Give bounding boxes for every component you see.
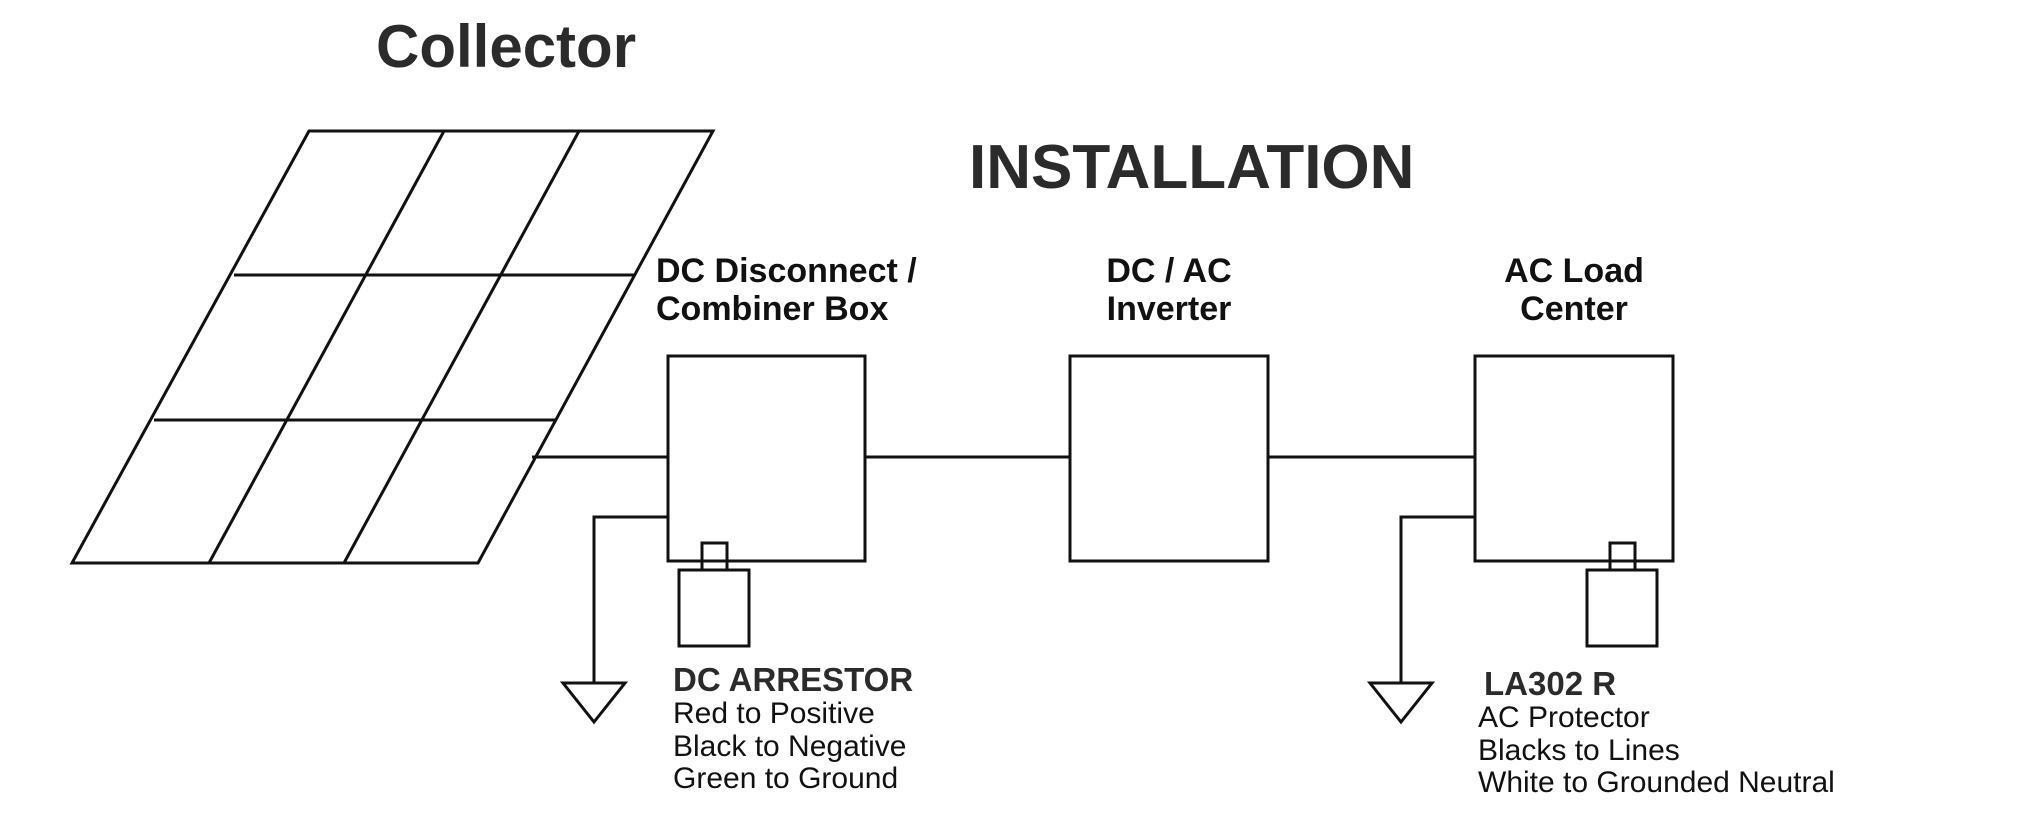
- load-center-box: [1473, 354, 1675, 563]
- inverter-label-line1: DC / AC: [1106, 252, 1232, 290]
- ac-protector-connector: [1608, 541, 1637, 572]
- dc-arrestor-line-2: Black to Negative: [673, 729, 907, 763]
- dc-arrestor-notes: DC ARRESTOR Red to Positive Black to Neg…: [673, 661, 914, 796]
- load-center-label-line1: AC Load: [1504, 252, 1644, 290]
- dc-arrestor-device: [677, 568, 751, 648]
- collector-title: Collector: [376, 13, 637, 80]
- load-center-label-line2: Center: [1520, 290, 1628, 329]
- inverter-box: [1068, 354, 1270, 563]
- dc-ground-symbol: [559, 681, 629, 725]
- combiner-label-line2: Combiner Box: [656, 290, 889, 329]
- ac-ground-wire: [1399, 515, 1475, 683]
- dc-arrestor-line-1: Red to Positive: [673, 697, 875, 731]
- ac-ground-symbol: [1366, 681, 1436, 725]
- ac-protector-notes: LA302 R AC Protector Blacks to Lines Whi…: [1478, 665, 1835, 800]
- inverter-label: DC / AC Inverter: [1070, 252, 1268, 328]
- load-center-label: AC Load Center: [1475, 252, 1673, 328]
- ac-protector-line-3: White to Grounded Neutral: [1478, 766, 1835, 800]
- ac-protector-title: LA302 R: [1484, 665, 1617, 702]
- combiner-label-line1: DC Disconnect /: [656, 252, 917, 290]
- dc-arrestor-connector: [700, 541, 729, 572]
- ac-protector-device: [1585, 568, 1659, 648]
- dc-arrestor-title: DC ARRESTOR: [673, 661, 914, 698]
- solar-panel: [69, 129, 716, 565]
- ac-protector-line-1: AC Protector: [1478, 701, 1650, 735]
- dc-arrestor-line-3: Green to Ground: [673, 762, 899, 796]
- inverter-label-line2: Inverter: [1106, 290, 1232, 329]
- ac-protector-line-2: Blacks to Lines: [1478, 733, 1680, 767]
- combiner-label: DC Disconnect / Combiner Box: [656, 252, 956, 328]
- dc-ground-wire: [592, 515, 668, 683]
- installation-title: INSTALLATION: [969, 133, 1415, 202]
- combiner-box: [666, 354, 867, 563]
